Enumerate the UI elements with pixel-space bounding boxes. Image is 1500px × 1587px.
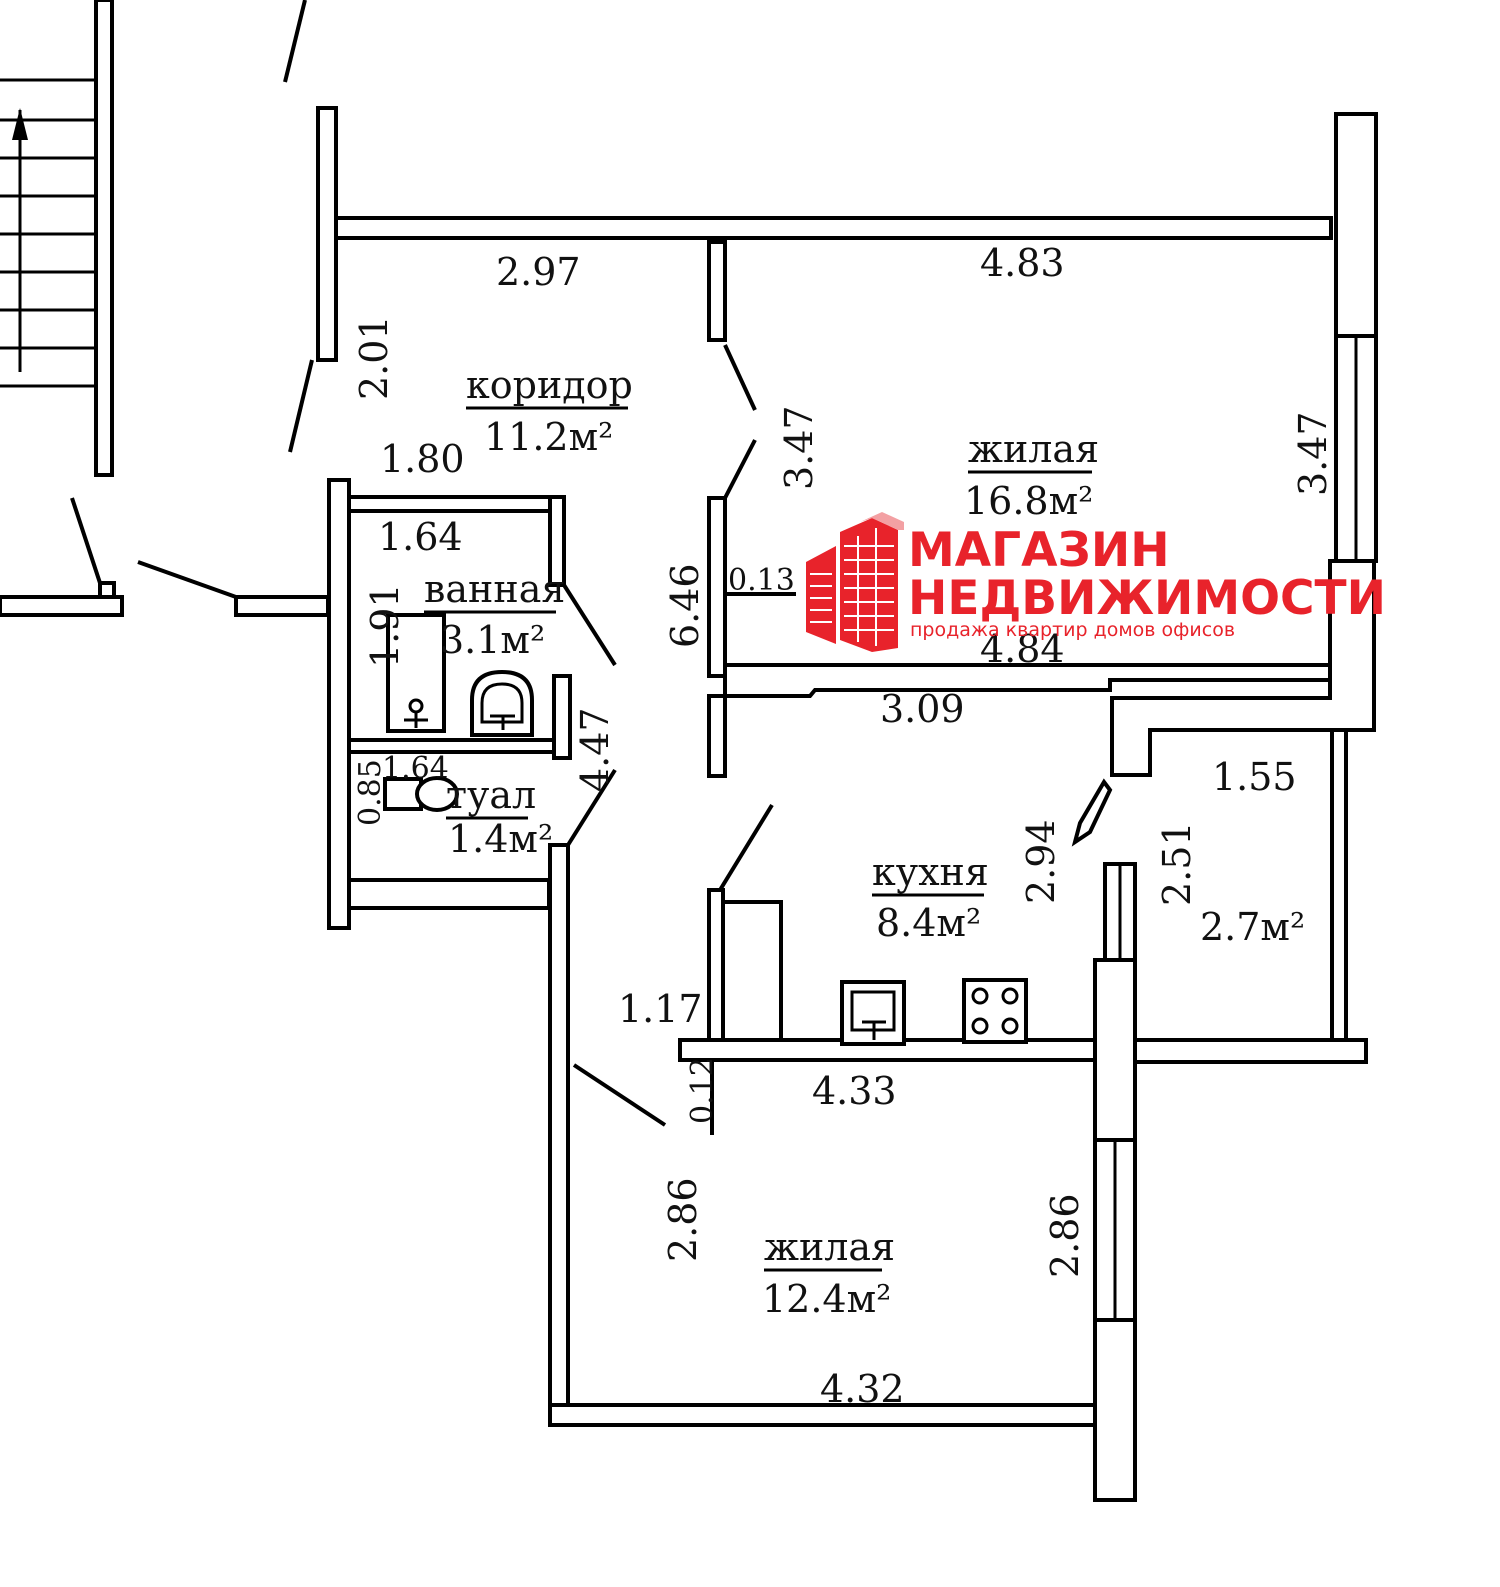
partitions [347,240,1332,1135]
toilet-area: 1.4м² [448,817,553,861]
building-logo-icon [806,512,904,652]
washbasin-icon [470,669,534,737]
entrance-door-swing [70,497,102,584]
dimension-labels: 2.97 2.01 1.80 4.83 3.47 3.47 4.84 0.13 … [352,241,1335,1411]
kitchen-area: 8.4м² [876,901,981,945]
dim-kitchen-bottom: 4.33 [812,1069,897,1113]
toilet-icon [383,776,459,812]
dim-corridor-top: 2.97 [496,250,581,294]
dim-living-door-side: 3.47 [777,405,821,490]
dim-living-bottom: 4.84 [980,627,1065,671]
dim-living-partition: 0.13 [728,563,795,598]
dim-small-left: 2.86 [661,1177,705,1262]
living-small-name: жилая [764,1225,895,1269]
watermark-line2: НЕДВИЖИМОСТИ [908,571,1386,626]
dim-toilet-top: 1.64 [382,751,449,786]
dim-toilet-left: 0.85 [353,759,388,826]
dim-kitchen-partition: 0.12 [685,1057,720,1124]
dim-loggia-top: 1.55 [1212,755,1297,799]
dim-loggia-side: 2.51 [1155,821,1199,906]
living-small-area: 12.4м² [762,1277,891,1321]
kitchen-name: кухня [872,850,989,894]
dim-kitchen-top: 3.09 [880,687,965,731]
dim-corridor-left: 2.01 [352,315,396,400]
bathroom-area: 3.1м² [440,618,545,662]
dim-kitchen-left: 1.17 [618,987,703,1031]
dim-small-right: 2.86 [1043,1193,1087,1278]
fixtures [383,613,1028,1046]
dim-corridor-long: 6.46 [663,563,707,648]
landing-slab [0,595,124,617]
corridor-name: коридор [466,363,633,407]
dim-small-bottom: 4.32 [820,1367,905,1411]
landing-post [98,581,116,599]
dim-bath-top: 1.64 [378,515,463,559]
watermark-tagline: продажа квартир домов офисов [910,619,1235,641]
watermark-line1: МАГАЗИН [908,523,1170,578]
dim-bath-left: 1.91 [363,583,407,668]
corridor-area: 11.2м² [484,415,613,459]
entrance-wall-stub [234,595,330,617]
dim-bath-right: 4.47 [573,707,617,792]
dim-living-right: 3.47 [1291,411,1335,496]
watermark: МАГАЗИН НЕДВИЖИМОСТИ продажа квартир дом… [806,512,1386,652]
stove-icon [962,978,1028,1044]
entrance-door-leaf [137,560,237,599]
bathroom-name: ванная [424,567,565,611]
living-large-name: жилая [968,427,1099,471]
room-labels: коридор 11.2м² жилая 16.8м² ванная 3.1м²… [424,363,1305,1321]
dim-living-top: 4.83 [980,241,1065,285]
kitchen-sink-icon [840,980,906,1046]
walls [283,0,1378,1502]
toilet-name: туал [446,773,536,817]
stair-arrow-icon [12,108,28,140]
living-large-area: 16.8м² [964,479,1093,523]
staircase [0,0,114,477]
dim-kitchen-right: 2.94 [1019,819,1063,904]
dim-corridor-mid: 1.80 [380,437,465,481]
loggia-area: 2.7м² [1200,905,1305,949]
